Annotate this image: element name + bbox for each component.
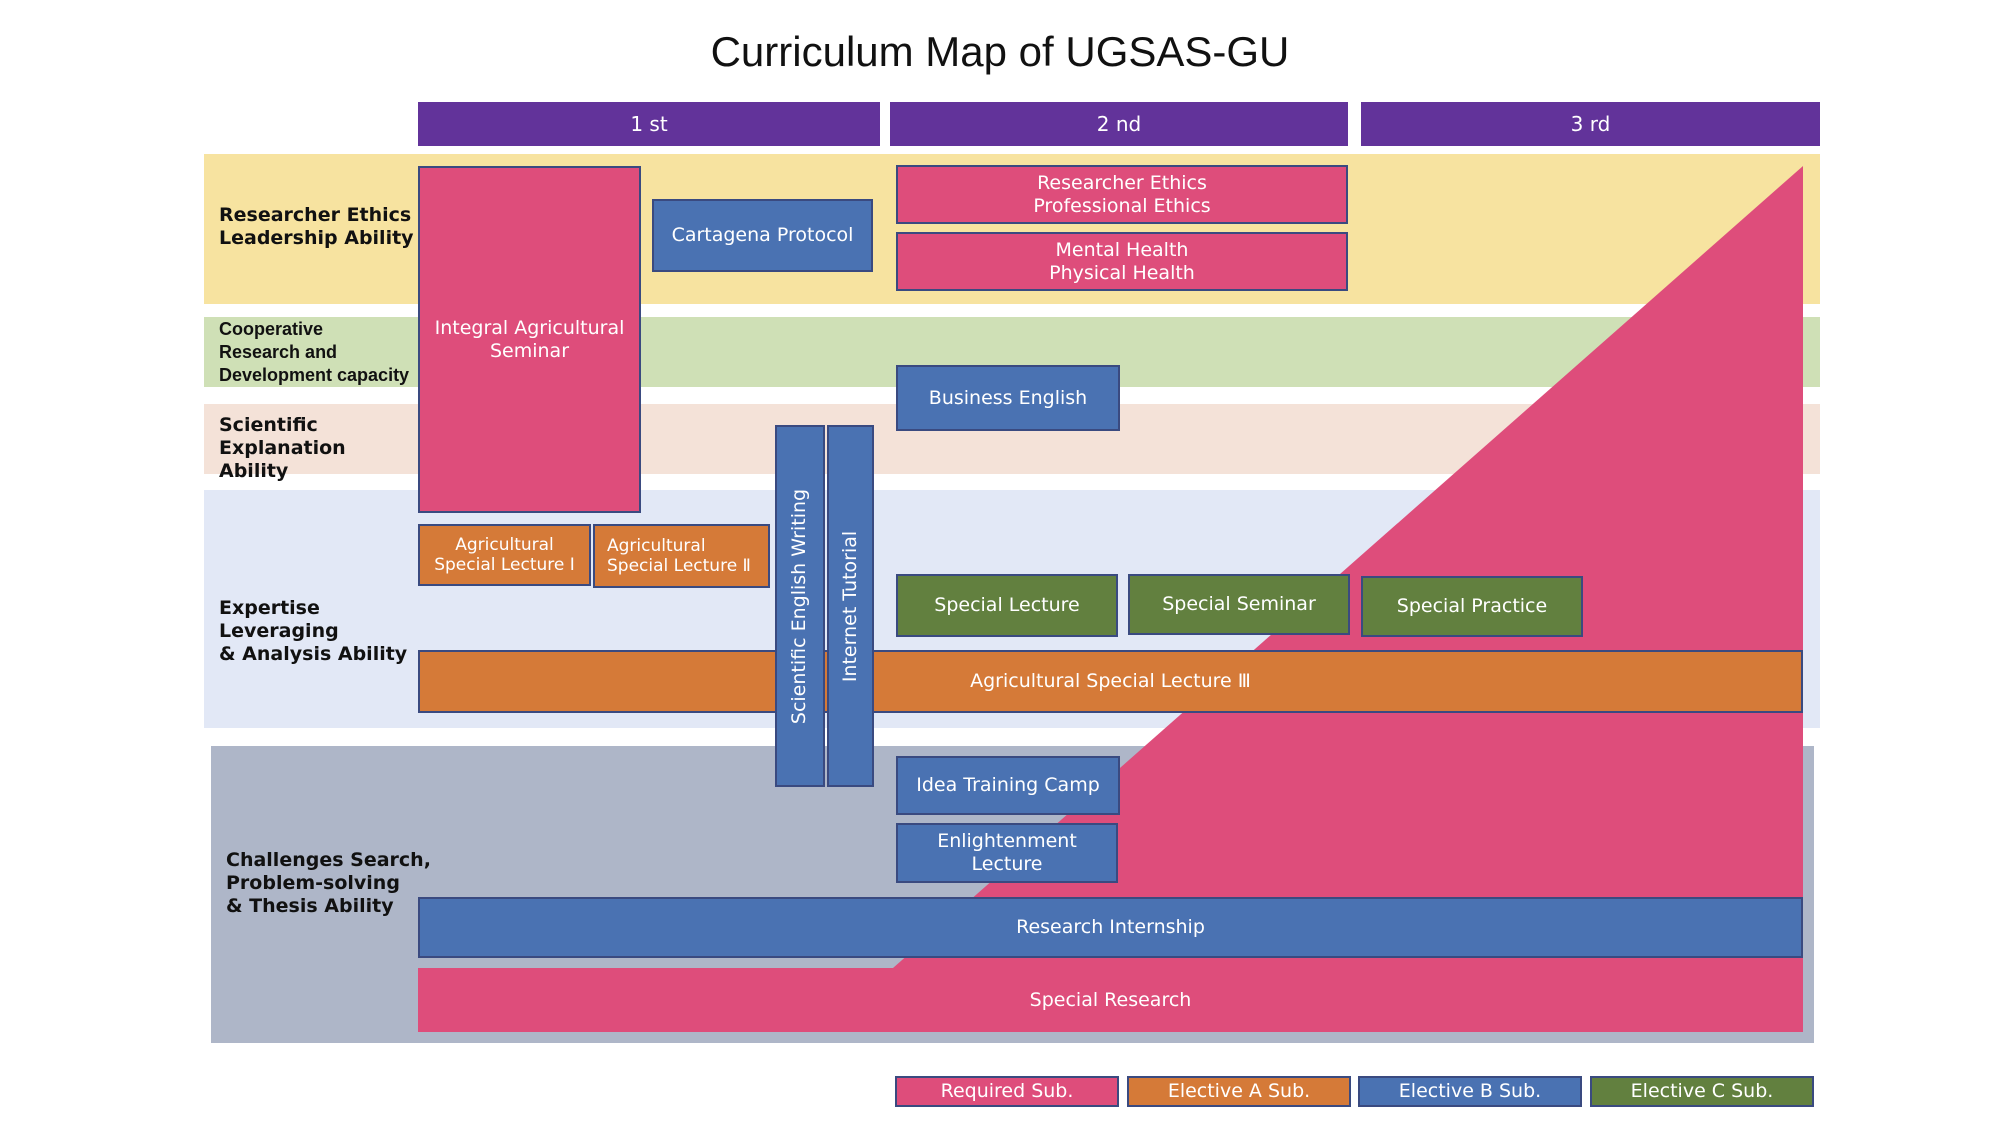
integral-seminar-box: Integral Agricultural Seminar [418, 166, 641, 513]
internet-tutorial-label: Internet Tutorial [839, 530, 861, 682]
legend-required: Required Sub. [895, 1076, 1119, 1107]
special-research-box: Special Research [418, 968, 1803, 1032]
year-header-1st: 1 st [418, 102, 880, 146]
sci-english-writing-label: Scientific English Writing [788, 488, 811, 724]
year-header-2nd: 2 nd [890, 102, 1348, 146]
special-practice-box: Special Practice [1361, 576, 1583, 637]
sci-english-writing-box: Scientific English Writing [775, 425, 825, 787]
band-label-expertise: Expertise Leveraging & Analysis Ability [219, 597, 408, 665]
researcher-ethics-box: Researcher Ethics Professional Ethics [896, 165, 1348, 224]
band-label-cooperative: Cooperative Research and Development cap… [219, 319, 410, 385]
business-english-box: Business English [896, 365, 1120, 431]
agri-special-lecture-2-box: Agricultural Special Lecture Ⅱ [593, 524, 770, 588]
band-label-challenges: Challenges Search, Problem-solving & The… [226, 849, 431, 917]
idea-training-camp-box: Idea Training Camp [896, 756, 1120, 815]
legend-elective-b: Elective B Sub. [1358, 1076, 1582, 1107]
legend-elective-a: Elective A Sub. [1127, 1076, 1351, 1107]
research-internship-box: Research Internship [418, 897, 1803, 958]
agri-special-lecture-3-box: Agricultural Special Lecture Ⅲ [418, 650, 1803, 713]
cartagena-protocol-box: Cartagena Protocol [652, 199, 873, 272]
special-seminar-box: Special Seminar [1128, 574, 1350, 635]
special-lecture-box: Special Lecture [896, 574, 1118, 637]
band-label-scientific: Scientific Explanation Ability [219, 414, 346, 482]
page-title: Curriculum Map of UGSAS-GU [710, 28, 1290, 75]
mental-health-box: Mental Health Physical Health [896, 232, 1348, 291]
year-header-3rd: 3 rd [1361, 102, 1820, 146]
legend-elective-c: Elective C Sub. [1590, 1076, 1814, 1107]
internet-tutorial-box: Internet Tutorial [827, 425, 874, 787]
enlightenment-lecture-box: Enlightenment Lecture [896, 823, 1118, 883]
band-label-ethics: Researcher Ethics Leadership Ability [219, 204, 414, 249]
agri-special-lecture-1-box: Agricultural Special Lecture Ⅰ [418, 524, 591, 586]
